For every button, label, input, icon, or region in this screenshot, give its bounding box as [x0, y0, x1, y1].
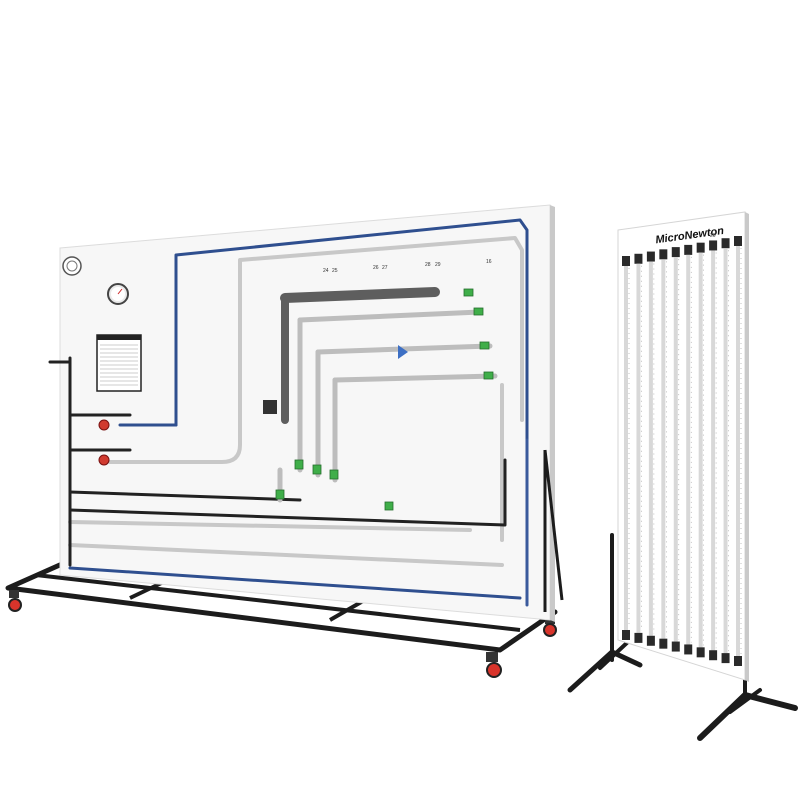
- tube-connector: [671, 247, 680, 258]
- pipe-labels: 24 25 26 27 28 29 16: [323, 259, 492, 274]
- valve-icon: [98, 419, 110, 431]
- pressure-gauge-icon: [107, 283, 129, 305]
- tube-connector: [646, 635, 655, 646]
- gate-valve-icon: [263, 400, 277, 414]
- blue-pipe-circuit: [68, 218, 529, 607]
- rig-board-edge: [550, 205, 555, 622]
- caster-wheel-front-right: [486, 652, 502, 678]
- tube-top-connectors: [622, 236, 742, 266]
- valve-icon: [98, 454, 110, 466]
- manometer-board: MicroNewton 20: [567, 211, 798, 741]
- manometer-panel-edge: [745, 212, 749, 682]
- tube-connector: [622, 256, 630, 266]
- black-pipe-circuit: [48, 356, 507, 567]
- tube-connector: [734, 656, 742, 666]
- red-valves: [98, 419, 110, 466]
- pipe-label: 16: [486, 259, 492, 265]
- brand-seal-icon: [62, 256, 82, 276]
- pipe-label: 25: [332, 268, 338, 274]
- board-supports: [543, 449, 564, 612]
- tube-connector: [696, 242, 705, 253]
- tube-connector: [646, 251, 655, 262]
- tube-connector: [634, 253, 643, 264]
- tube-connector: [721, 653, 730, 664]
- tube-connector: [622, 630, 630, 640]
- grey-pipe-header: [277, 287, 498, 503]
- tube-connector: [684, 644, 693, 655]
- pipe-label: 27: [382, 265, 388, 271]
- tube-connector: [734, 236, 742, 246]
- caster-wheels: [8, 590, 557, 678]
- instruction-panel: [96, 334, 142, 392]
- pipe-label: 24: [323, 268, 329, 274]
- pipe-label: 26: [373, 265, 379, 271]
- caster-wheel-front-left: [8, 590, 22, 612]
- tube-connector: [684, 244, 693, 255]
- tube-connector: [659, 638, 668, 649]
- blue-valve-icon: [398, 345, 408, 359]
- tube-connector: [721, 238, 730, 249]
- pipe-rig: 24 25 26 27 28 29 16: [5, 204, 564, 678]
- tube-connector: [696, 647, 705, 658]
- green-fittings: [275, 288, 494, 511]
- manometer-tubes: [624, 246, 742, 656]
- pipe-label: 29: [435, 262, 441, 268]
- tube-connector: [659, 249, 668, 260]
- tube-connector: [671, 641, 680, 652]
- tube-connector: [709, 650, 718, 661]
- steel-pipe-circuit: [68, 236, 524, 567]
- pipe-label: 28: [425, 262, 431, 268]
- tube-connector: [709, 240, 718, 251]
- tube-connector: [634, 632, 643, 643]
- tube-bottom-connectors: [622, 630, 742, 666]
- pipe-label: 20: [710, 233, 716, 239]
